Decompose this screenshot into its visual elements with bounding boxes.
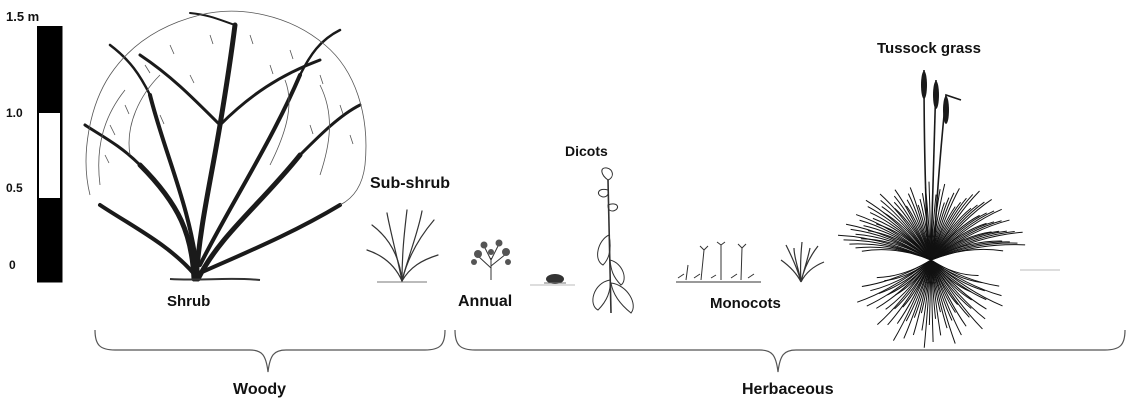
brace-woody — [95, 330, 445, 372]
brace-herbaceous — [455, 330, 1125, 372]
label-herbaceous: Herbaceous — [742, 381, 834, 399]
label-woody: Woody — [233, 381, 286, 399]
